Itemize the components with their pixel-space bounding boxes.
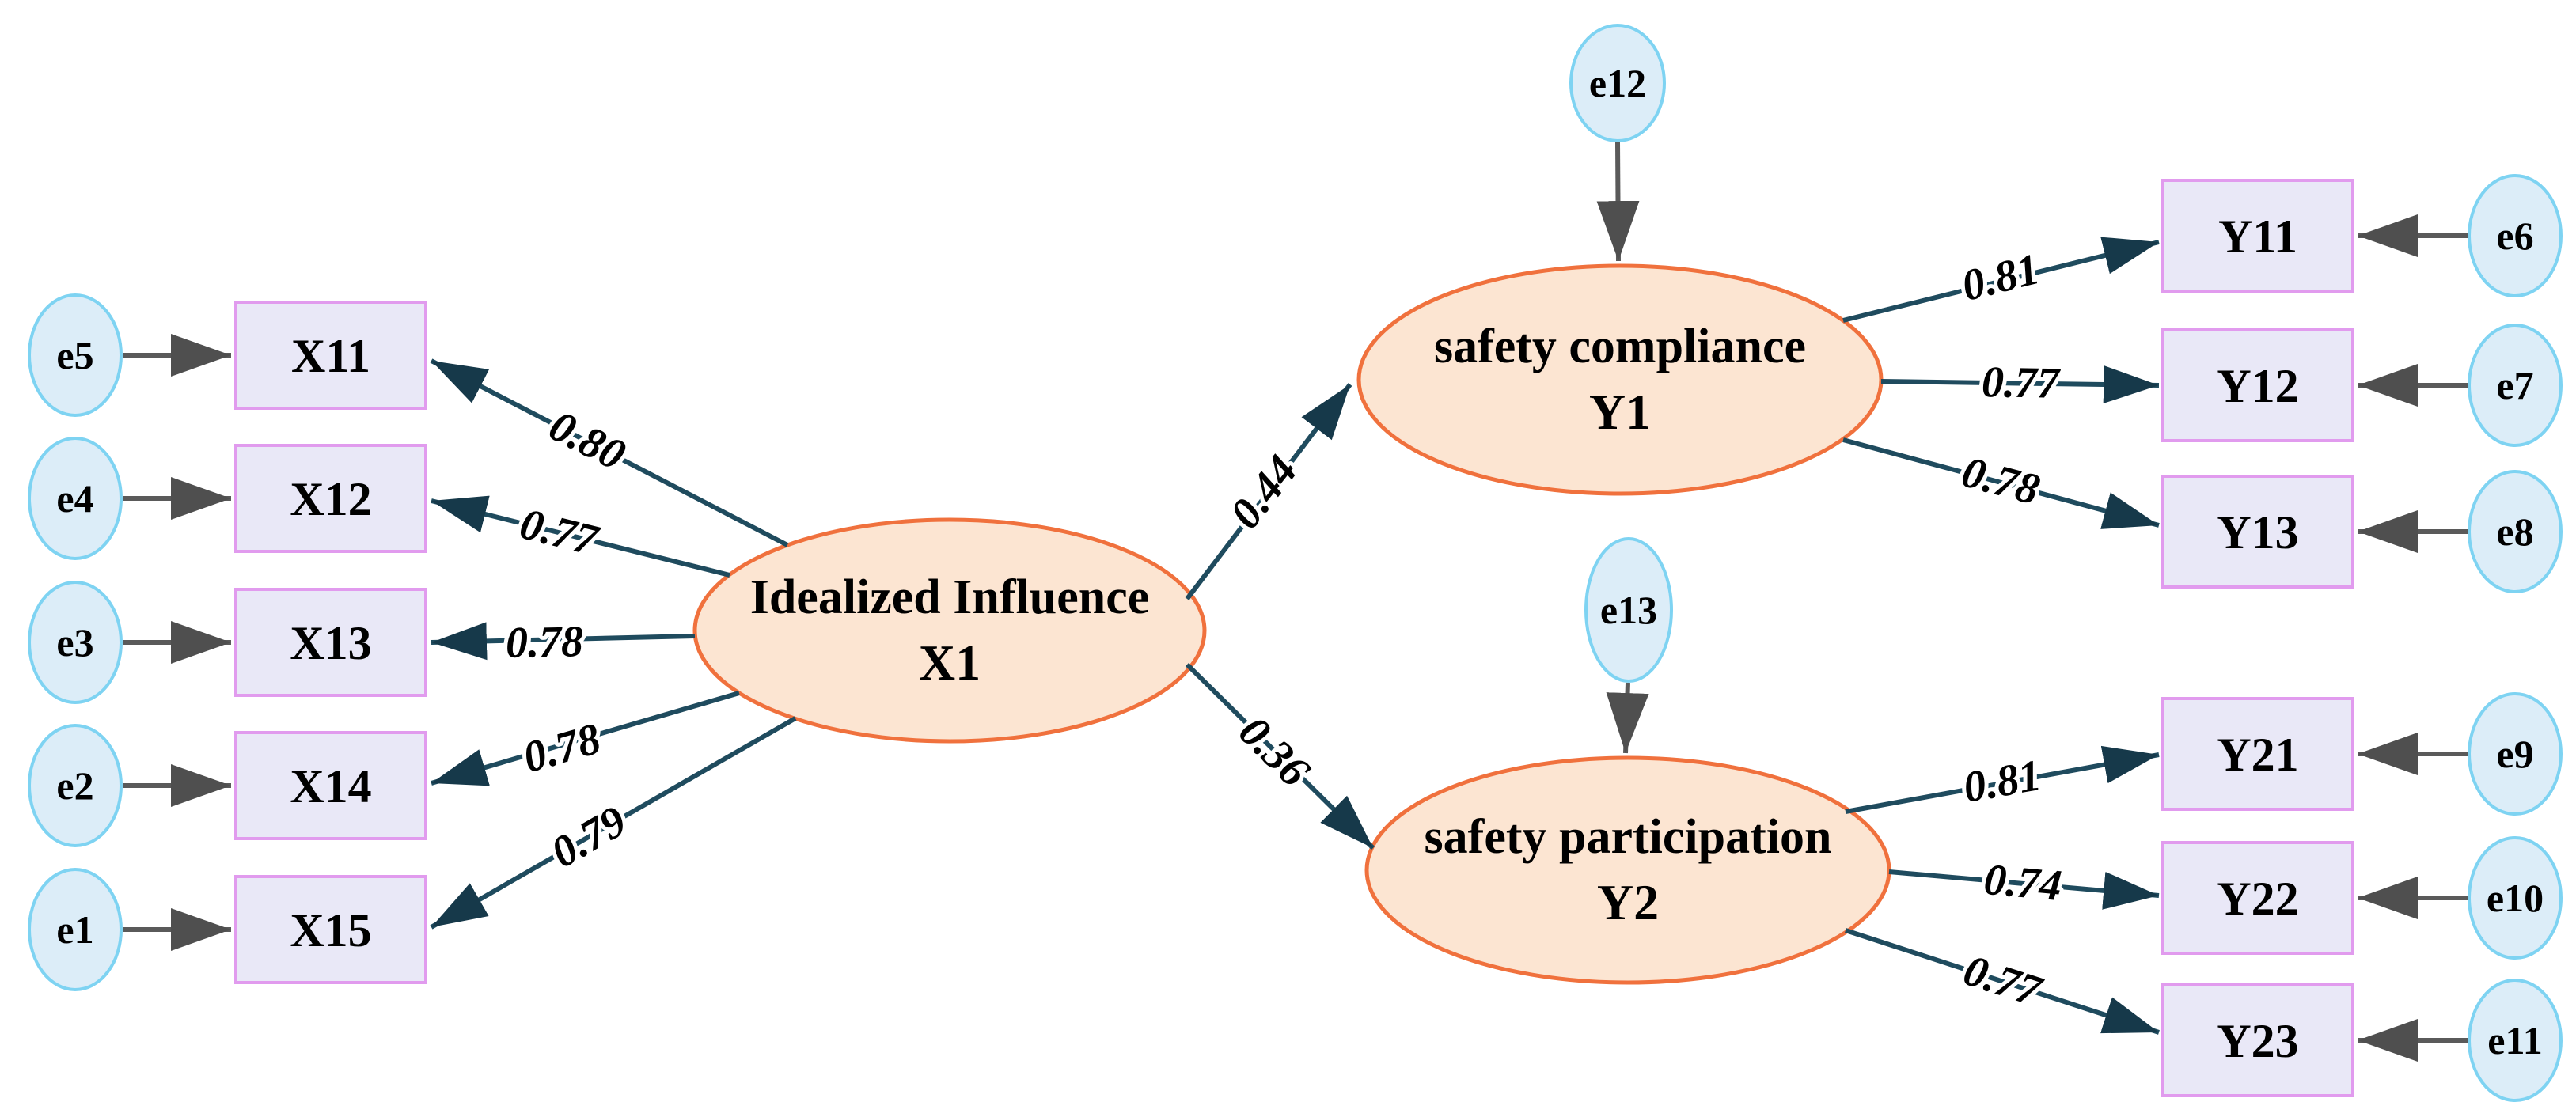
latent-code-X1: X1 [919,634,981,691]
observed-rect-X13 [234,588,427,697]
observed-label-Y12: Y12 [2217,360,2298,412]
loading-line-Y2-Y22 [1888,869,2160,910]
latent-ellipse-Y1 [1356,263,1884,496]
observed-rect-X15 [234,875,427,984]
error-label-e10: e10 [2487,876,2544,920]
error-ellipse-e4 [28,437,123,560]
error-ellipse-e13 [1584,537,1673,683]
error-label-e2: e2 [56,763,93,808]
error-ellipse-e12 [1569,24,1666,142]
loading-line-X1-X15 [430,716,797,930]
observed-label-Y23: Y23 [2217,1015,2298,1067]
error-ellipse-e8 [2468,470,2563,593]
loading-label-Y2-Y22: 0.74 [1982,855,2063,911]
error-label-e13: e13 [1600,588,1657,632]
latent-code-Y2: Y2 [1597,874,1659,930]
observed-label-Y21: Y21 [2217,729,2298,781]
observed-rect-X14 [234,731,427,840]
loading-line-Y1-Y11 [1842,237,2160,323]
edges-layer [123,142,2468,1062]
loading-label-X1-X13: 0.78 [505,617,583,668]
error-label-e3: e3 [56,620,93,665]
error-label-e4: e4 [56,476,93,521]
error-ellipse-e2 [28,724,123,847]
loading-line-Y1-Y13 [1842,437,2160,529]
latent-code-Y1: Y1 [1589,384,1651,440]
error-label-e5: e5 [56,333,93,377]
observed-label-X11: X11 [291,330,370,382]
loading-line-X1-X12 [431,495,730,578]
error-ellipse-e10 [2468,836,2563,960]
error-ellipse-e1 [28,868,123,991]
observed-label-X12: X12 [290,473,371,525]
latent-ellipse-X1 [692,517,1207,744]
loading-line-X1-X11 [430,358,789,547]
latent-ellipse-Y2 [1364,755,1891,985]
observed-rect-Y12 [2161,328,2354,442]
observed-label-X14: X14 [290,760,371,812]
loading-line-Y2-Y21 [1845,745,2160,814]
error-label-e11: e11 [2487,1018,2542,1062]
loading-line-Y2-Y23 [1845,928,2160,1035]
observed-rect-Y21 [2161,697,2354,811]
error-ellipse-e3 [28,581,123,704]
observed-rect-Y11 [2161,179,2354,293]
observed-label-X13: X13 [290,617,371,669]
error-ellipse-e5 [28,293,123,417]
error-arrow-e13-Y2 [1606,682,1649,754]
observed-label-Y11: Y11 [2218,210,2297,263]
error-ellipse-e11 [2468,979,2563,1102]
loading-line-Y1-Y12 [1880,365,2160,404]
error-ellipse-e6 [2468,174,2563,297]
latent-name-Y2: safety participation [1425,810,1832,864]
observed-rect-Y13 [2161,475,2354,589]
observed-rect-X12 [234,444,427,553]
loading-line-X1-X14 [431,691,740,786]
error-label-e1: e1 [56,907,93,952]
structural-line-X1-Y2 [1185,662,1375,850]
error-ellipse-e7 [2468,324,2563,447]
error-label-e12: e12 [1589,61,1646,105]
nodes-layer [28,24,2563,1102]
error-ellipse-e9 [2468,692,2563,816]
loading-line-X1-X13 [431,622,696,661]
loading-label-Y1-Y12: 0.77 [1981,358,2061,408]
error-label-e7: e7 [2496,363,2533,407]
error-label-e9: e9 [2496,732,2533,776]
observed-rect-Y22 [2161,841,2354,955]
latent-name-Y1: safety compliance [1434,320,1806,373]
error-label-e6: e6 [2496,214,2533,258]
observed-rect-X11 [234,301,427,410]
structural-line-X1-Y1 [1185,383,1352,600]
observed-label-Y22: Y22 [2217,873,2298,925]
observed-label-X15: X15 [290,904,371,956]
observed-label-Y13: Y13 [2217,506,2298,559]
observed-rect-Y23 [2161,983,2354,1097]
error-label-e8: e8 [2496,509,2533,554]
latent-name-X1: Idealized Influence [750,570,1150,624]
